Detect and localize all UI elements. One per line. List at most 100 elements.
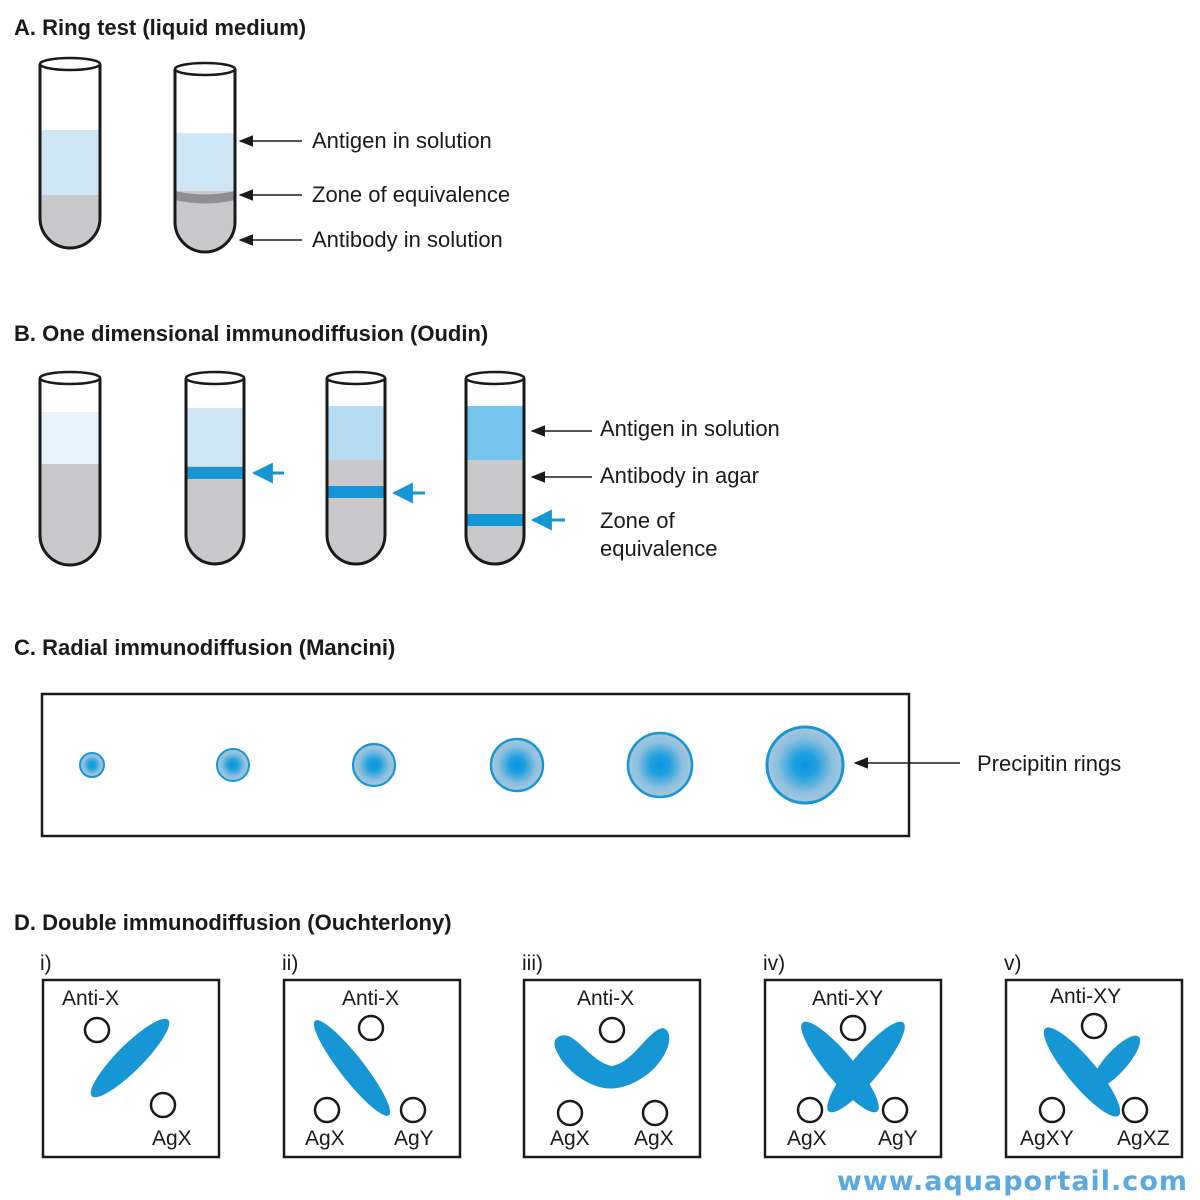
- section-c-heading: C. Radial immunodiffusion (Mancini): [14, 635, 395, 660]
- antigen-fill: [175, 133, 235, 191]
- antigen-fill: [40, 412, 100, 464]
- agar-fill: [40, 464, 100, 565]
- antigen-well-right: [399, 1096, 427, 1124]
- panel-right-label: AgY: [878, 1127, 918, 1150]
- label-antigen-in-solution: Antigen in solution: [600, 416, 780, 441]
- precipitin-ring-3: [351, 742, 397, 788]
- tube-rim: [464, 370, 526, 386]
- section-d: D. Double immunodiffusion (Ouchterlony) …: [14, 910, 1184, 1159]
- tube-rim: [38, 370, 102, 386]
- panel-top-label: Anti-X: [342, 987, 399, 1010]
- precipitin-line-y: [827, 1021, 905, 1113]
- tube-outline: [464, 378, 526, 566]
- antibody-well: [1080, 1012, 1108, 1040]
- precipitin-ring-2: [216, 748, 250, 782]
- precipitin-ring-1: [79, 752, 105, 778]
- tube-rim: [173, 61, 237, 77]
- antibody-well: [839, 1014, 867, 1042]
- section-b: B. One dimensional immunodiffusion (Oudi…: [14, 321, 780, 567]
- tube-outline: [38, 64, 102, 250]
- antigen-fill: [466, 406, 524, 460]
- label-zone-of-equivalence: Zone of equivalence: [312, 182, 510, 207]
- precipitin-line: [90, 1018, 170, 1098]
- antigen-well-left: [556, 1099, 584, 1127]
- panel-top-label: Anti-XY: [1050, 985, 1121, 1008]
- antigen-well-right: [641, 1099, 669, 1127]
- section-c: C. Radial immunodiffusion (Mancini) Prec…: [14, 635, 1121, 838]
- tube-outline: [325, 378, 387, 566]
- oudin-tube-4: [464, 370, 526, 566]
- antigen-fill: [186, 408, 244, 466]
- ouchterlony-panel-3: iii) Anti-X AgX AgX: [522, 952, 702, 1159]
- panel-left-label: AgX: [305, 1127, 345, 1150]
- panel-top-label: Anti-X: [577, 987, 634, 1010]
- panel-left-label: AgX: [550, 1127, 590, 1150]
- precipitin-band: [327, 486, 385, 498]
- section-a-heading: A. Ring test (liquid medium): [14, 15, 306, 40]
- panel-left-label: AgX: [787, 1127, 827, 1150]
- ouchterlony-panel-1: i) Anti-X AgX: [40, 952, 221, 1159]
- precipitin-spur: [1091, 1035, 1141, 1089]
- tube-rim: [38, 56, 102, 72]
- antigen-fill: [327, 406, 385, 460]
- watermark-text: www.aquaportail.com: [837, 1166, 1188, 1197]
- panel-top-label: Anti-X: [62, 987, 119, 1010]
- antibody-fill: [175, 191, 235, 252]
- panel-frame: [282, 978, 462, 1159]
- precipitin-ring-4: [489, 737, 545, 793]
- section-d-heading: D. Double immunodiffusion (Ouchterlony): [14, 910, 452, 935]
- tube-outline: [38, 378, 102, 567]
- antibody-well: [598, 1016, 626, 1044]
- precipitin-band: [186, 467, 244, 479]
- precipitin-ring-6: [765, 725, 845, 805]
- antigen-well: [149, 1091, 177, 1119]
- oudin-tube-1: [38, 370, 102, 567]
- antigen-well-right: [1121, 1096, 1149, 1124]
- antigen-fill: [40, 130, 100, 195]
- agar-fill: [327, 460, 385, 564]
- panel-numeral: iii): [522, 952, 543, 975]
- section-b-heading: B. One dimensional immunodiffusion (Oudi…: [14, 321, 488, 346]
- oudin-tube-2: [184, 370, 284, 566]
- tube-outline: [184, 378, 246, 566]
- tube-outline: [173, 69, 237, 254]
- antibody-fill: [40, 195, 100, 248]
- ring-test-tube-1: [38, 56, 102, 250]
- precipitin-band: [466, 514, 524, 526]
- panel-numeral: v): [1004, 952, 1022, 975]
- precipitin-arc: [554, 1028, 670, 1089]
- ouchterlony-panel-2: ii) Anti-X AgX AgY: [282, 952, 462, 1159]
- equivalence-zone: [175, 191, 235, 204]
- label-equivalence: equivalence: [600, 536, 717, 561]
- panel-right-label: AgX: [634, 1127, 674, 1150]
- label-zone-of: Zone of: [600, 508, 675, 533]
- antibody-well: [83, 1016, 111, 1044]
- label-precipitin-rings: Precipitin rings: [977, 751, 1121, 776]
- oudin-tube-3: [325, 370, 425, 566]
- agar-fill: [466, 460, 524, 564]
- section-a: A. Ring test (liquid medium) Antigen in …: [14, 15, 510, 254]
- tube-rim: [184, 370, 246, 386]
- agar-plate: [40, 692, 911, 838]
- ouchterlony-panel-5: v) Anti-XY AgXY AgXZ: [1004, 952, 1184, 1159]
- panel-left-label: AgXY: [1020, 1127, 1074, 1150]
- panel-top-label: Anti-XY: [812, 987, 883, 1010]
- panel-right-label: AgX: [152, 1127, 192, 1150]
- agar-fill: [186, 466, 244, 564]
- antigen-well-left: [1038, 1096, 1066, 1124]
- antigen-well-left: [313, 1096, 341, 1124]
- precipitin-ring-5: [626, 731, 694, 799]
- panel-numeral: iv): [763, 952, 785, 975]
- precipitin-line-main: [1043, 1027, 1121, 1117]
- label-antibody-in-solution: Antibody in solution: [312, 227, 503, 252]
- antibody-well: [357, 1014, 385, 1042]
- antigen-well-right: [881, 1096, 909, 1124]
- tube-rim: [325, 370, 387, 386]
- panel-right-label: AgY: [394, 1127, 434, 1150]
- panel-numeral: i): [40, 952, 52, 975]
- ouchterlony-panel-4: iv) Anti-XY AgX AgY: [763, 952, 943, 1159]
- antigen-well-left: [796, 1096, 824, 1124]
- panel-right-label: AgXZ: [1117, 1127, 1170, 1150]
- label-antigen-in-solution: Antigen in solution: [312, 128, 492, 153]
